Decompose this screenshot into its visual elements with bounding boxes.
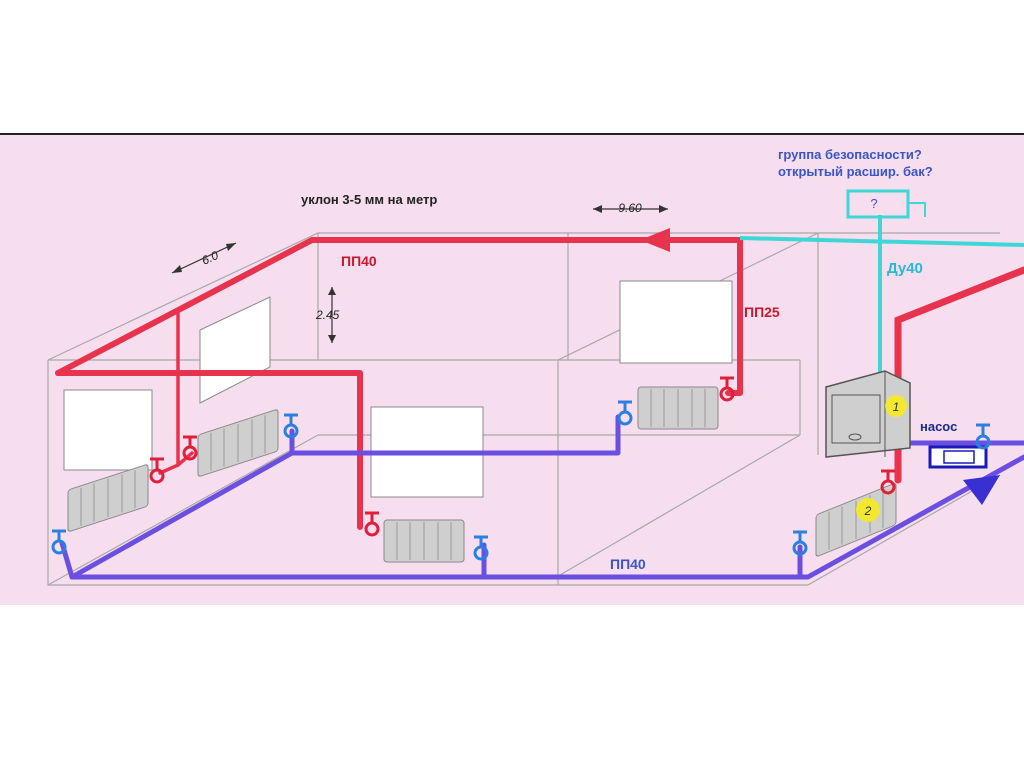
- dim-height-text: 2.45: [315, 308, 340, 322]
- supply-main: [55, 237, 743, 376]
- dim-height: 2.45: [315, 287, 340, 343]
- tank-mark-label: ?: [870, 196, 877, 211]
- return-branch-center: [289, 414, 621, 456]
- radiator-1: [67, 463, 149, 533]
- valve-icon: [149, 457, 165, 484]
- return-pipes: [59, 414, 1024, 580]
- heating-diagram: 1 2 6.0 9.60 2.45 уклон 3-5 мм на метр П…: [0, 135, 1024, 605]
- radiator-3: [383, 519, 465, 563]
- valve-icon: [182, 435, 198, 461]
- radiator-icon: [637, 386, 719, 430]
- window-right: [619, 280, 733, 364]
- radiator-icon: [67, 463, 149, 533]
- slide-divider: [0, 133, 1024, 135]
- return-arrow-icon: [963, 475, 1000, 505]
- radiator-5: [815, 482, 897, 558]
- boiler-icon: [825, 370, 911, 458]
- pipe-supply-main-label: ПП40: [341, 253, 377, 269]
- safety-group-label-line1: группа безопасности?: [778, 147, 922, 162]
- valve-icon: [719, 376, 735, 402]
- valve-icon: [283, 413, 299, 439]
- pipe-riser-label: ПП25: [744, 304, 780, 320]
- dim-width: 6.0: [171, 242, 237, 274]
- valve-icon: [51, 529, 67, 555]
- badge-2: 2: [856, 498, 880, 522]
- supply-branch-center: [55, 370, 363, 530]
- safety-group-label-line2: открытый расшир. бак?: [778, 164, 933, 179]
- pump-label: насос: [920, 419, 957, 434]
- radiator-icon: [815, 482, 897, 558]
- valve-icon: [617, 400, 633, 426]
- slope-label: уклон 3-5 мм на метр: [301, 192, 437, 207]
- badge-1-text: 1: [893, 400, 900, 414]
- valves-blue: [51, 400, 808, 561]
- valves-red: [149, 376, 896, 537]
- window-left-wall: [199, 296, 271, 404]
- dim-width-text: 6.0: [200, 248, 221, 268]
- valve-icon: [792, 530, 808, 556]
- heating-scheme-svg: 1 2 6.0 9.60 2.45 уклон 3-5 мм на метр П…: [47, 147, 1024, 586]
- dim-length: 9.60: [593, 201, 668, 215]
- return-main: [59, 454, 1024, 580]
- supply-arrow-icon: [640, 228, 670, 252]
- valve-icon: [880, 469, 896, 495]
- pipe-return-main-label: ПП40: [610, 556, 646, 572]
- supply-thin-branches: [158, 308, 194, 475]
- window-left: [63, 389, 153, 471]
- valve-icon: [364, 511, 380, 537]
- badge-1: 1: [885, 395, 907, 417]
- pipe-du-label: Ду40: [887, 260, 923, 277]
- radiator-4: [637, 386, 719, 430]
- dim-length-text: 9.60: [618, 201, 642, 215]
- expansion-line: [739, 189, 1024, 373]
- radiator-icon: [383, 519, 465, 563]
- slide-header-area: [0, 0, 1024, 133]
- badge-2-text: 2: [864, 504, 872, 518]
- valve-icon: [473, 535, 489, 561]
- windows: [63, 280, 733, 498]
- slide-footer-area: [0, 605, 1024, 767]
- pump-icon: [928, 423, 991, 469]
- expansion-tank-box: [846, 189, 910, 219]
